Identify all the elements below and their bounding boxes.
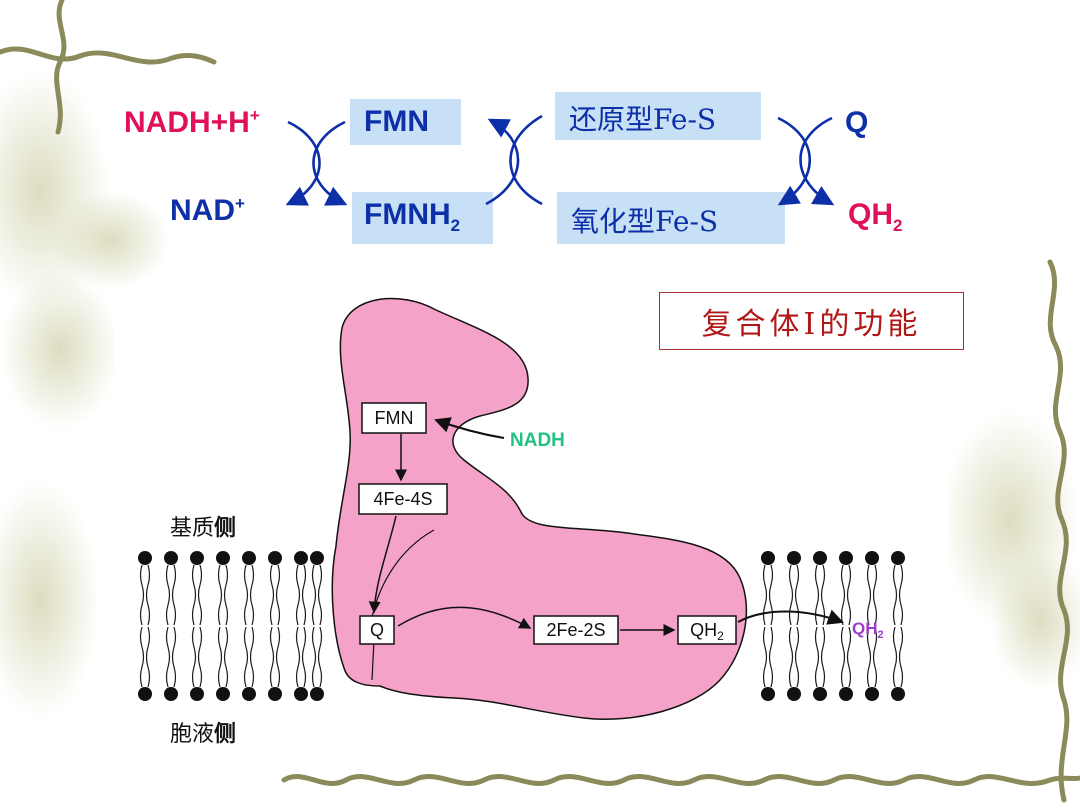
membrane-right: [760, 550, 906, 702]
fe2s2-label: 2Fe-2S: [546, 620, 605, 640]
fmn-label: FMN: [375, 408, 414, 428]
vine-top-left: [54, 0, 67, 135]
fe4s4-to-q-arrow: [368, 515, 397, 614]
reaction-arrow: [285, 120, 321, 206]
reaction-arrow: [509, 114, 543, 206]
reaction-arrow: [777, 116, 812, 206]
fmn-box: [361, 402, 427, 434]
complex-divider: [371, 639, 375, 681]
leaf-shape: [0, 480, 100, 720]
nadh-h-label: NADH+H+: [124, 106, 260, 139]
q-box: [359, 615, 395, 645]
fe4s4-label: 4Fe-4S: [373, 489, 432, 509]
qh2-out-arrow: [737, 609, 844, 625]
fes-reduced-label: 还原型Fe-S: [569, 103, 717, 136]
qh2-inner-label: QH2: [690, 620, 724, 643]
reaction-arrows: [285, 114, 835, 206]
cytosol-side-label: 胞液侧: [170, 722, 237, 747]
leaf-shape: [0, 270, 120, 430]
fe2s2-box: [533, 615, 619, 645]
complex-divider: [369, 529, 435, 629]
reaction-arrow: [485, 118, 520, 206]
leaf-shape: [50, 190, 170, 290]
membrane-left: [137, 550, 325, 702]
matrix-side-label: 基质侧: [170, 516, 237, 541]
nad-label: NAD+: [170, 194, 245, 227]
nadh-figure-label: NADH: [510, 430, 565, 451]
fmn-box: FMN: [350, 99, 461, 145]
complex-i-protein: [331, 297, 748, 720]
qh2-inner-box: [677, 615, 737, 645]
fes-oxidized-label: 氧化型Fe-S: [571, 205, 719, 238]
nadh-arrow: [434, 417, 505, 439]
complex-figure: FMN 4Fe-4S Q 2Fe-2S QH2 NADH QH2 基质侧 胞液侧: [114, 288, 948, 754]
fe4s4-box: [358, 483, 448, 515]
fes-reduced-box: 还原型Fe-S: [555, 92, 761, 140]
fmnh2-label: FMNH2: [364, 198, 461, 235]
vine-right: [1047, 259, 1070, 803]
figure-title-box: 复合体Ⅰ的功能: [659, 292, 964, 350]
reaction-arrow: [799, 116, 835, 206]
qh2-label: QH2: [848, 198, 903, 235]
fmnh2-box: FMNH2: [352, 192, 493, 244]
q-inner-label: Q: [370, 620, 384, 640]
fmn-label: FMN: [364, 105, 429, 138]
vine-bottom: [281, 774, 1080, 786]
complex-diagram: FMN 4Fe-4S Q 2Fe-2S QH2 NADH QH2: [137, 297, 906, 720]
q-label: Q: [845, 106, 869, 139]
vine-top-left: [0, 46, 217, 65]
q-to-fe2s2-arrow: [397, 606, 532, 629]
reaction-arrow: [312, 120, 348, 206]
qh2-out-label: QH2: [852, 619, 884, 641]
figure-title: 复合体Ⅰ的功能: [701, 307, 922, 342]
fes-oxidized-box: 氧化型Fe-S: [557, 192, 785, 244]
